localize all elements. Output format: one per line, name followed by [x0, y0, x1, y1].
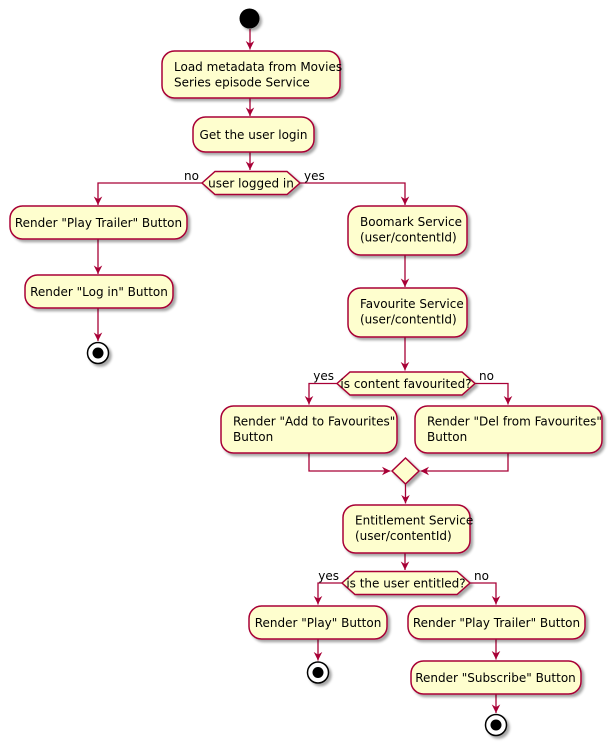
activity-render-del-from-favourites-shape [414, 405, 603, 454]
activity-load-metadata: Load metadata from Movies Series episode… [161, 50, 342, 99]
decision-is-user-entitled-label: is the user entitled? [346, 577, 465, 591]
end-node-left-dot [92, 347, 104, 359]
branch-label-yes: yes [304, 169, 325, 183]
decision-is-content-favourited-shape [335, 371, 477, 396]
activity-favourite-service-line1: Favourite Service [360, 297, 464, 311]
edge-favourited-yes-to-add [304, 382, 337, 405]
merge-diamond [390, 456, 421, 486]
branch-label-yes: yes [313, 369, 334, 383]
activity-get-user-login: Get the user login [192, 116, 315, 153]
edge-favourited-no-to-del [475, 382, 513, 405]
activity-bookmark-service-line1: Boomark Service [360, 215, 462, 229]
end-node-left [86, 341, 110, 365]
activity-load-metadata-line2: Series episode Service [174, 76, 310, 90]
end-node-right [484, 713, 508, 737]
activity-load-metadata-shape [161, 50, 341, 99]
edge-decision-yes-to-bookmark [300, 182, 410, 205]
activity-entitlement-service-shape [342, 504, 471, 554]
activity-render-del-from-favourites-line2: Button [427, 430, 467, 444]
end-node-play [306, 661, 330, 684]
end-node-right-dot [490, 719, 502, 731]
activity-render-add-to-favourites-line2: Button [233, 430, 273, 444]
branch-label-no: no [184, 169, 199, 183]
decision-user-logged-in-label: user logged in [208, 177, 294, 191]
activity-render-subscribe-shape [410, 660, 582, 695]
activity-render-play-trailer-right-shape [407, 605, 586, 640]
activity-render-play-trailer-left: Render "Play Trailer" Button [9, 205, 188, 240]
activity-render-play-trailer-left-shape [9, 205, 188, 240]
decision-is-user-entitled: is the user entitled? yes no [318, 569, 489, 596]
activity-entitlement-service-line1: Entitlement Service [355, 514, 473, 528]
activity-render-play-shape [248, 605, 388, 640]
activity-get-user-login-label: Get the user login [200, 128, 308, 142]
activity-bookmark-service: Boomark Service (user/contentId) [347, 205, 468, 256]
activity-render-log-in-shape [24, 274, 174, 309]
activity-bookmark-service-line2: (user/contentId) [360, 231, 457, 245]
activity-render-play-trailer-right-label: Render "Play Trailer" Button [413, 616, 580, 630]
activity-render-play-label: Render "Play" Button [255, 616, 382, 630]
start-node [239, 8, 260, 29]
activity-render-play-trailer-left-label: Render "Play Trailer" Button [15, 216, 182, 230]
activity-render-add-to-favourites-shape [220, 405, 398, 454]
end-node-play-dot [312, 667, 324, 678]
edge-del-to-merge [420, 453, 509, 476]
edge-decision-no-to-play-trailer [93, 182, 202, 205]
branch-label-no: no [474, 569, 489, 583]
decision-is-user-entitled-shape [340, 570, 472, 596]
activity-render-log-in: Render "Log in" Button [24, 274, 174, 309]
activity-render-subscribe-label: Render "Subscribe" Button [415, 671, 576, 685]
branch-label-no: no [479, 369, 494, 383]
decision-is-content-favourited: is content favourited? yes no [313, 369, 494, 396]
activity-render-subscribe: Render "Subscribe" Button [410, 660, 582, 695]
decision-is-content-favourited-label: is content favourited? [340, 377, 471, 391]
activity-render-del-from-favourites: Render "Del from Favourites" Button [414, 405, 603, 454]
activity-render-log-in-label: Render "Log in" Button [30, 285, 168, 299]
edge-entitled-yes-to-play [313, 582, 342, 605]
activity-render-del-from-favourites-line1: Render "Del from Favourites" [427, 415, 602, 429]
activity-render-add-to-favourites: Render "Add to Favourites" Button [220, 405, 398, 454]
activity-favourite-service: Favourite Service (user/contentId) [347, 287, 468, 338]
decision-user-logged-in-shape [200, 170, 302, 196]
edge-entitled-no-to-play-trailer [470, 582, 501, 605]
activity-load-metadata-line1: Load metadata from Movies [174, 60, 342, 74]
activity-entitlement-service-line2: (user/contentId) [355, 529, 452, 543]
activity-bookmark-service-shape [347, 205, 468, 256]
activity-render-play-trailer-right: Render "Play Trailer" Button [407, 605, 586, 640]
activity-render-play: Render "Play" Button [248, 605, 388, 640]
activity-get-user-login-shape [192, 116, 315, 153]
activity-render-add-to-favourites-line1: Render "Add to Favourites" [233, 415, 395, 429]
edge-add-to-merge [308, 453, 391, 476]
activity-favourite-service-shape [347, 287, 468, 338]
activity-entitlement-service: Entitlement Service (user/contentId) [342, 504, 473, 554]
decision-user-logged-in: user logged in no yes [184, 169, 325, 196]
activity-favourite-service-line2: (user/contentId) [360, 313, 457, 327]
branch-label-yes: yes [318, 569, 339, 583]
